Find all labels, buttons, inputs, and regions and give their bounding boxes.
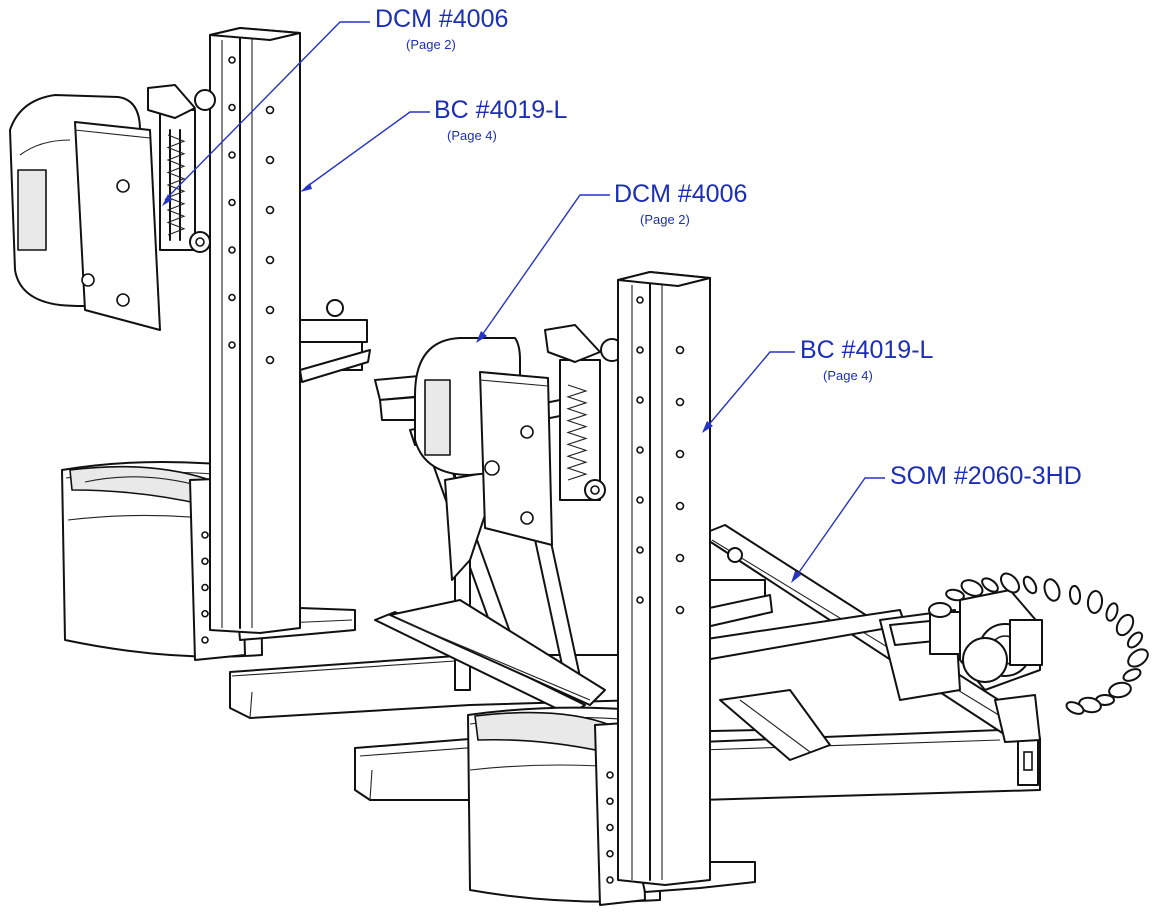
mounting-hole — [228, 151, 236, 159]
mounting-hole — [228, 246, 236, 254]
mounting-hole — [636, 496, 644, 504]
chain-link — [1065, 701, 1085, 715]
chain-link — [1122, 668, 1142, 682]
chain-link — [1105, 602, 1119, 622]
mounting-hole — [228, 103, 236, 112]
mounting-hole — [636, 346, 644, 354]
callout-bc-mid-page: (Page 4) — [823, 368, 873, 383]
chain-link — [1126, 631, 1144, 649]
callout-dcm-top-label: DCM #4006 — [375, 5, 509, 33]
mounting-hole — [228, 293, 236, 302]
mounting-hole — [675, 397, 685, 407]
mounting-hole — [228, 198, 236, 207]
mounting-hole — [636, 396, 644, 404]
chain-link — [1127, 648, 1149, 668]
mounting-hole — [675, 501, 685, 511]
mounting-hole — [675, 605, 685, 615]
mounting-hole — [265, 205, 275, 215]
callout-som-label: SOM #2060-3HD — [890, 462, 1082, 490]
leader-lines — [162, 21, 885, 583]
callout-dcm-mid-page: (Page 2) — [640, 212, 690, 227]
chain-link — [1115, 613, 1135, 637]
mounting-hole — [201, 531, 209, 539]
callout-dcm-mid-label: DCM #4006 — [614, 180, 748, 208]
hitch-chain — [928, 572, 1149, 715]
chain-link — [1086, 590, 1104, 614]
mounting-hole — [636, 296, 644, 304]
mounting-hole — [675, 553, 685, 563]
mounting-hole — [636, 596, 644, 604]
mounting-hole — [675, 345, 685, 355]
mounting-hole — [201, 636, 209, 644]
mounting-hole — [228, 341, 236, 349]
mounting-hole — [606, 823, 614, 832]
chain-link — [1108, 681, 1132, 699]
chain-link — [928, 602, 952, 618]
mounting-hole — [201, 609, 209, 618]
callout-bc-mid-label: BC #4019-L — [800, 336, 934, 364]
mounting-hole — [606, 876, 614, 884]
mounting-hole — [606, 849, 614, 858]
mounting-hole — [265, 105, 275, 115]
mounting-hole — [265, 155, 275, 165]
chain-link — [981, 577, 999, 593]
left-assembly — [9, 27, 371, 661]
mounting-hole — [228, 56, 236, 64]
chain-link — [999, 572, 1021, 594]
mounting-hole — [201, 557, 209, 566]
callout-bc-top-page: (Page 4) — [447, 128, 497, 143]
callout-bc-top-label: BC #4019-L — [434, 96, 568, 124]
spring-coil — [566, 384, 588, 481]
mounting-hole — [675, 449, 685, 459]
mounting-hole — [265, 305, 275, 315]
spring-coil — [166, 134, 186, 236]
chain-link — [1022, 575, 1038, 595]
mounting-hole — [636, 446, 644, 454]
chain-link — [1078, 696, 1102, 714]
mounting-hole — [606, 797, 614, 806]
right-assembly — [374, 271, 773, 906]
chain-link — [1043, 578, 1061, 602]
mounting-hole — [265, 355, 275, 365]
chain-link — [945, 588, 965, 602]
mounting-hole — [636, 546, 644, 554]
mounting-hole — [606, 771, 614, 779]
chain-link — [960, 579, 984, 597]
mounting-hole — [265, 255, 275, 265]
mounting-hole — [201, 583, 209, 592]
callout-dcm-top-page: (Page 2) — [406, 37, 456, 52]
chain-link — [1068, 585, 1082, 605]
